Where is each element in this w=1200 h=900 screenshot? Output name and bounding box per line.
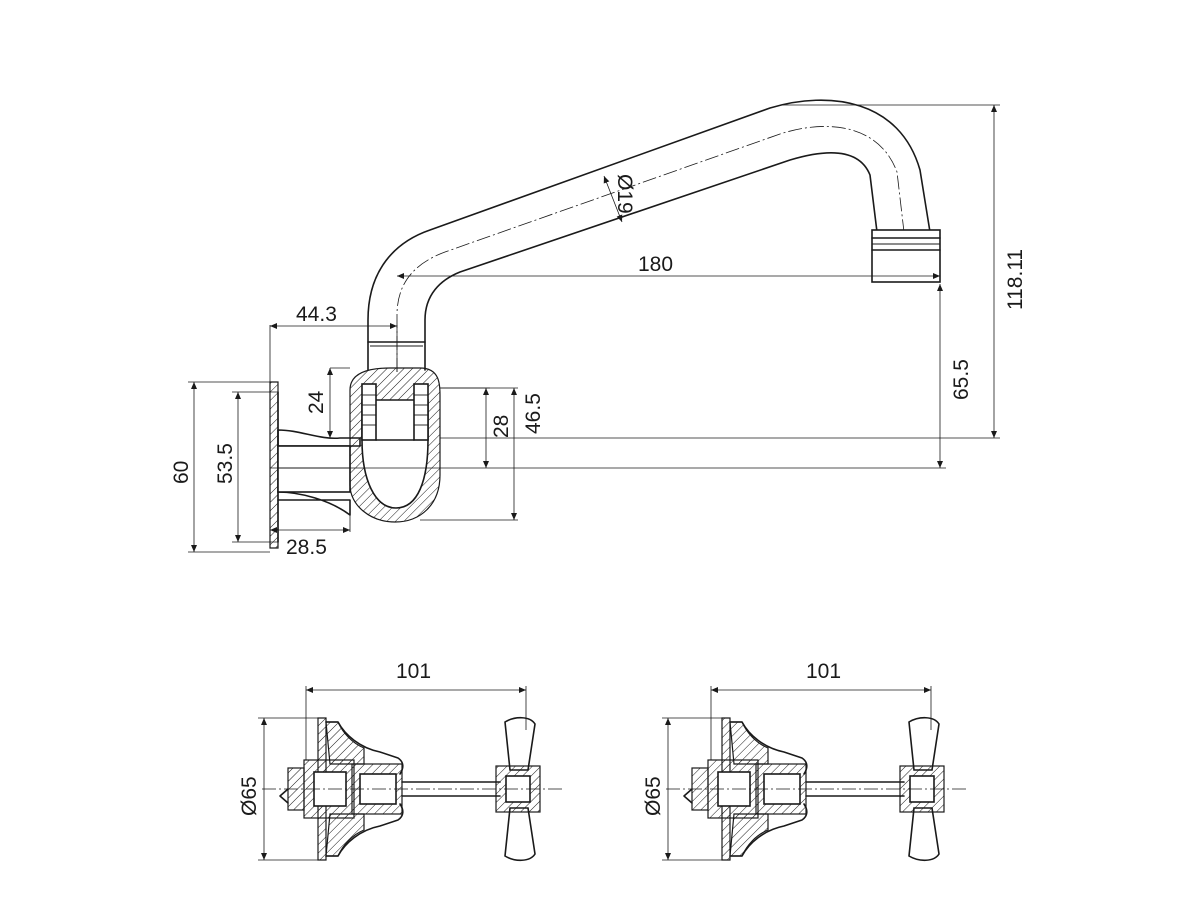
dim-spout-reach: 180 bbox=[638, 253, 673, 276]
valve-view-right bbox=[666, 716, 968, 862]
spout-tube-outer bbox=[367, 99, 931, 371]
dim-valve-left-diameter: Ø65 bbox=[238, 776, 261, 816]
valve-body-side bbox=[349, 367, 441, 523]
dim-flange-diameter: 60 bbox=[170, 461, 193, 484]
dim-spout-diameter: Ø19 bbox=[613, 174, 636, 214]
side-dimensions: Ø19 180 118.11 65.5 44.3 24 28 46.5 bbox=[170, 104, 1027, 559]
dim-flange-inner: 53.5 bbox=[214, 443, 237, 484]
dim-flange-offset: 44.3 bbox=[296, 303, 337, 326]
dim-valve-left-length: 101 bbox=[396, 660, 431, 683]
dim-valve-right-length: 101 bbox=[806, 660, 841, 683]
wall-flange-side bbox=[269, 381, 361, 549]
spout-tube-inner bbox=[424, 152, 878, 371]
dim-outlet-height: 65.5 bbox=[950, 359, 973, 400]
valve-right-dimensions: 101 Ø65 bbox=[642, 660, 932, 861]
valve-view-left bbox=[262, 716, 565, 862]
dim-flange-depth: 28.5 bbox=[286, 536, 327, 559]
dim-body-total: 46.5 bbox=[522, 393, 545, 434]
dim-body-height: 28 bbox=[490, 415, 513, 438]
dim-overall-height: 118.11 bbox=[1004, 249, 1027, 310]
spout-side-view bbox=[367, 99, 941, 372]
spout-centerline bbox=[396, 126, 905, 372]
dim-valve-right-diameter: Ø65 bbox=[642, 776, 665, 816]
valve-left-dimensions: 101 Ø65 bbox=[238, 660, 527, 861]
aerator-outlet bbox=[871, 229, 941, 283]
dim-body-upper: 24 bbox=[305, 390, 328, 414]
